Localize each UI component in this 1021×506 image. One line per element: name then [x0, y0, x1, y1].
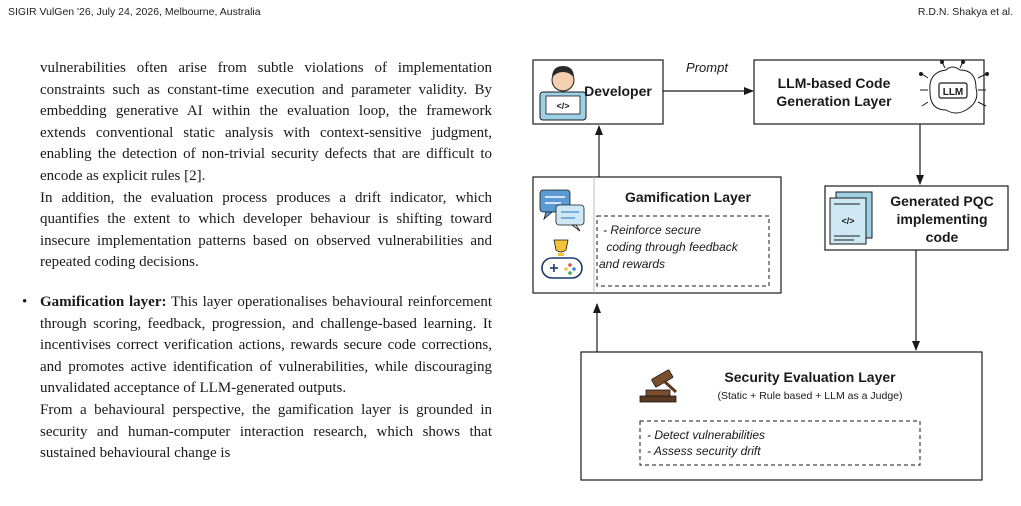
bullet-gamification: • Gamification layer: This layer operati…	[22, 292, 492, 465]
developer-code-glyph: </>	[556, 101, 569, 111]
running-header-venue: SIGIR VulGen '26, July 24, 2026, Melbour…	[8, 6, 261, 18]
chat-bubbles-icon	[539, 189, 585, 232]
security-box	[580, 351, 983, 481]
security-title: Security Evaluation Layer	[724, 369, 896, 385]
paragraph-2: In addition, the evaluation process prod…	[40, 189, 492, 271]
developer-avatar-icon: </>	[539, 66, 587, 121]
prompt-label: Prompt	[686, 60, 729, 75]
gamification-note-line-2: coding through feedback	[603, 240, 739, 254]
bullet-paragraph: Gamification layer: This layer operation…	[40, 292, 492, 400]
running-header-authors: R.D.N. Shakya et al.	[917, 6, 1013, 18]
llm-brain-chip-icon	[919, 60, 989, 114]
gamification-note-line-3: and rewards	[599, 257, 665, 271]
code-document-icon: </>	[829, 191, 873, 245]
security-subtitle: (Static + Rule based + LLM as a Judge)	[717, 390, 902, 402]
bullet-label: Gamification layer:	[40, 293, 167, 310]
security-note-line-1: - Detect vulnerabilities	[647, 428, 765, 442]
llm-badge-label: LLM	[943, 87, 964, 98]
llm-title-line-1: LLM-based Code	[778, 75, 891, 91]
developer-label: Developer	[584, 83, 652, 99]
generated-pqc-node: </> Generated PQC implementing code	[824, 185, 1009, 251]
llm-generation-node: LLM-based Code Generation Layer LLM	[753, 59, 989, 125]
pqc-line-2: implementing	[896, 211, 987, 227]
bullet-text: This layer operationalises behavioural r…	[40, 293, 492, 397]
gamification-node: Gamification Layer - Reinforce secure co…	[532, 176, 782, 294]
security-evaluation-node: Security Evaluation Layer (Static + Rule…	[580, 351, 983, 481]
paragraph-3: From a behavioural perspective, the gami…	[40, 401, 492, 462]
paragraph-1: vulnerabilities often arise from subtle …	[40, 60, 492, 184]
pqc-code-glyph: </>	[841, 216, 854, 226]
bullet-dot-icon: •	[22, 293, 28, 310]
gamification-note-box	[596, 215, 770, 287]
trophy-gamepad-icon	[541, 239, 583, 279]
pqc-line-1: Generated PQC	[890, 193, 993, 209]
pqc-line-3: code	[926, 229, 959, 245]
gamification-note-line-1: - Reinforce secure	[603, 223, 701, 237]
llm-title-line-2: Generation Layer	[776, 93, 892, 109]
developer-node: </> Developer	[532, 59, 664, 125]
gamification-title: Gamification Layer	[625, 189, 752, 205]
security-note-box	[639, 420, 921, 466]
gavel-icon	[639, 369, 678, 403]
body-text-column: vulnerabilities often arise from subtle …	[22, 58, 492, 465]
security-note-line-2: - Assess security drift	[647, 444, 761, 458]
